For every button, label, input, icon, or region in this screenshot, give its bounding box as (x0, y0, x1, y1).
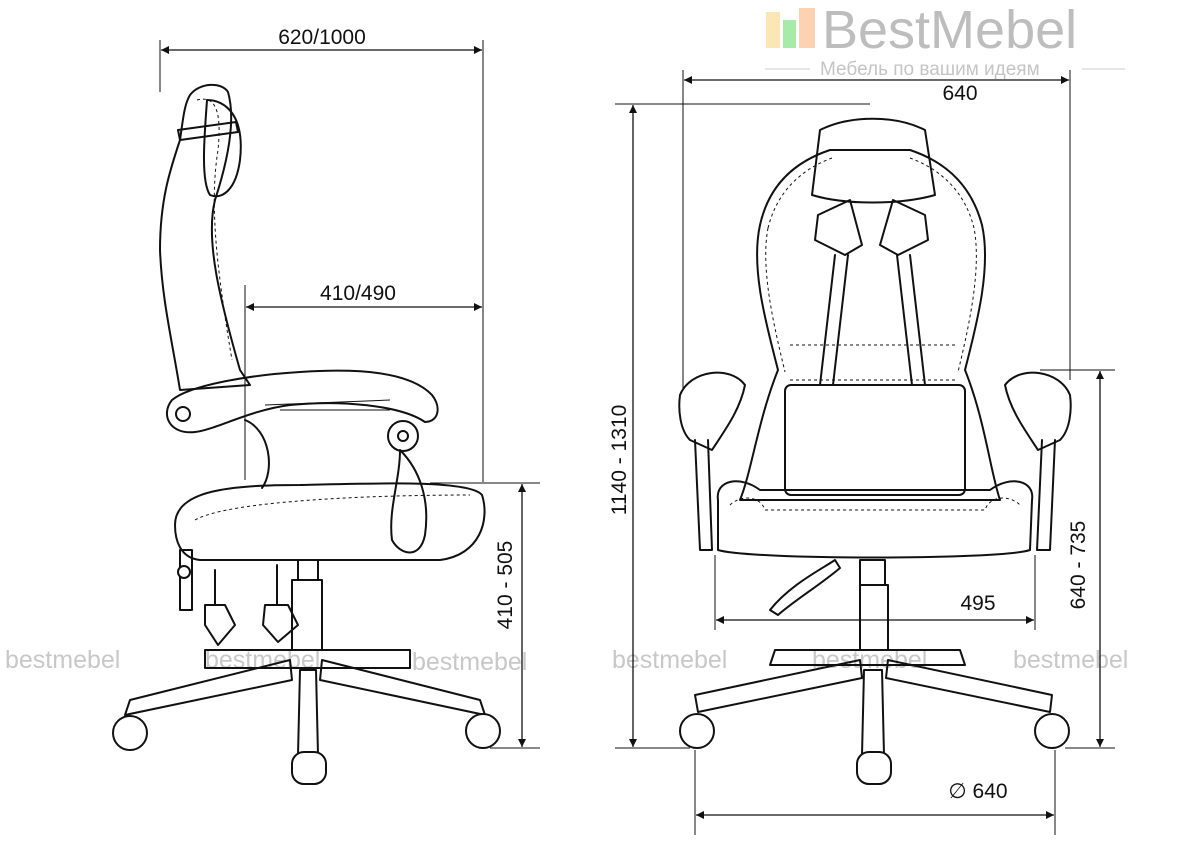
dim-label-seat-width: 495 (960, 592, 995, 615)
lever (769, 559, 841, 616)
dim-label-seat-depth: 410/490 (320, 282, 396, 305)
chair-side-view (112, 83, 501, 785)
dim-label-overall-depth: 620/1000 (278, 26, 366, 49)
headrest-strap (177, 121, 239, 141)
caster-wheel (856, 751, 892, 785)
gas-lift (291, 579, 323, 651)
base-hub (769, 649, 966, 666)
logo-tagline: Мебель по вашим идеям (820, 59, 1040, 80)
chair-front-view (678, 117, 1072, 785)
backrest (739, 149, 1001, 501)
watermark: bestmebel (612, 646, 727, 674)
watermark: bestmebel (5, 646, 120, 674)
dim-label-base-diameter: ∅ 640 (948, 780, 1007, 803)
seat-cushion (716, 480, 1034, 559)
armrest-support (390, 449, 428, 554)
dim-label-seat-height: 410 - 505 (494, 541, 517, 630)
caster-wheel (1034, 713, 1070, 749)
armrest-right (1004, 371, 1072, 451)
dim-label-armrest-height: 640 - 735 (1067, 521, 1090, 610)
caster-wheel (465, 713, 501, 749)
shoulder-straps (814, 199, 929, 256)
base-hub (204, 649, 411, 669)
logo-bar-icon (766, 12, 780, 48)
backrest (159, 83, 251, 391)
caster-wheel (112, 715, 148, 751)
watermark: bestmebel (412, 648, 527, 676)
dim-label-overall-height: 1140 - 1310 (608, 405, 631, 516)
lumbar-pillow (784, 384, 966, 496)
seat-cushion (174, 482, 486, 561)
caster-wheel (679, 713, 715, 749)
armrest (166, 369, 439, 434)
logo: BestMebel Мебель по вашим идеям (765, 0, 1125, 80)
logo-bar-icon (799, 8, 815, 48)
armrest-left (678, 371, 746, 451)
lever-paddle (262, 564, 299, 643)
star-base (694, 659, 1053, 756)
tilt-lever (179, 549, 193, 611)
dim-label-overall-width: 640 (942, 82, 977, 105)
dimension-lines: 620/1000 410/490 410 - 505 1140 - 1310 6… (159, 26, 1115, 835)
watermark: bestmebel (1013, 646, 1128, 674)
gas-lift (859, 584, 889, 651)
caster-wheel (291, 751, 327, 785)
logo-bar-icon (783, 20, 796, 48)
headrest (203, 99, 242, 198)
lever-paddle (204, 569, 236, 646)
headrest (811, 117, 936, 204)
logo-text: BestMebel (822, 0, 1077, 60)
